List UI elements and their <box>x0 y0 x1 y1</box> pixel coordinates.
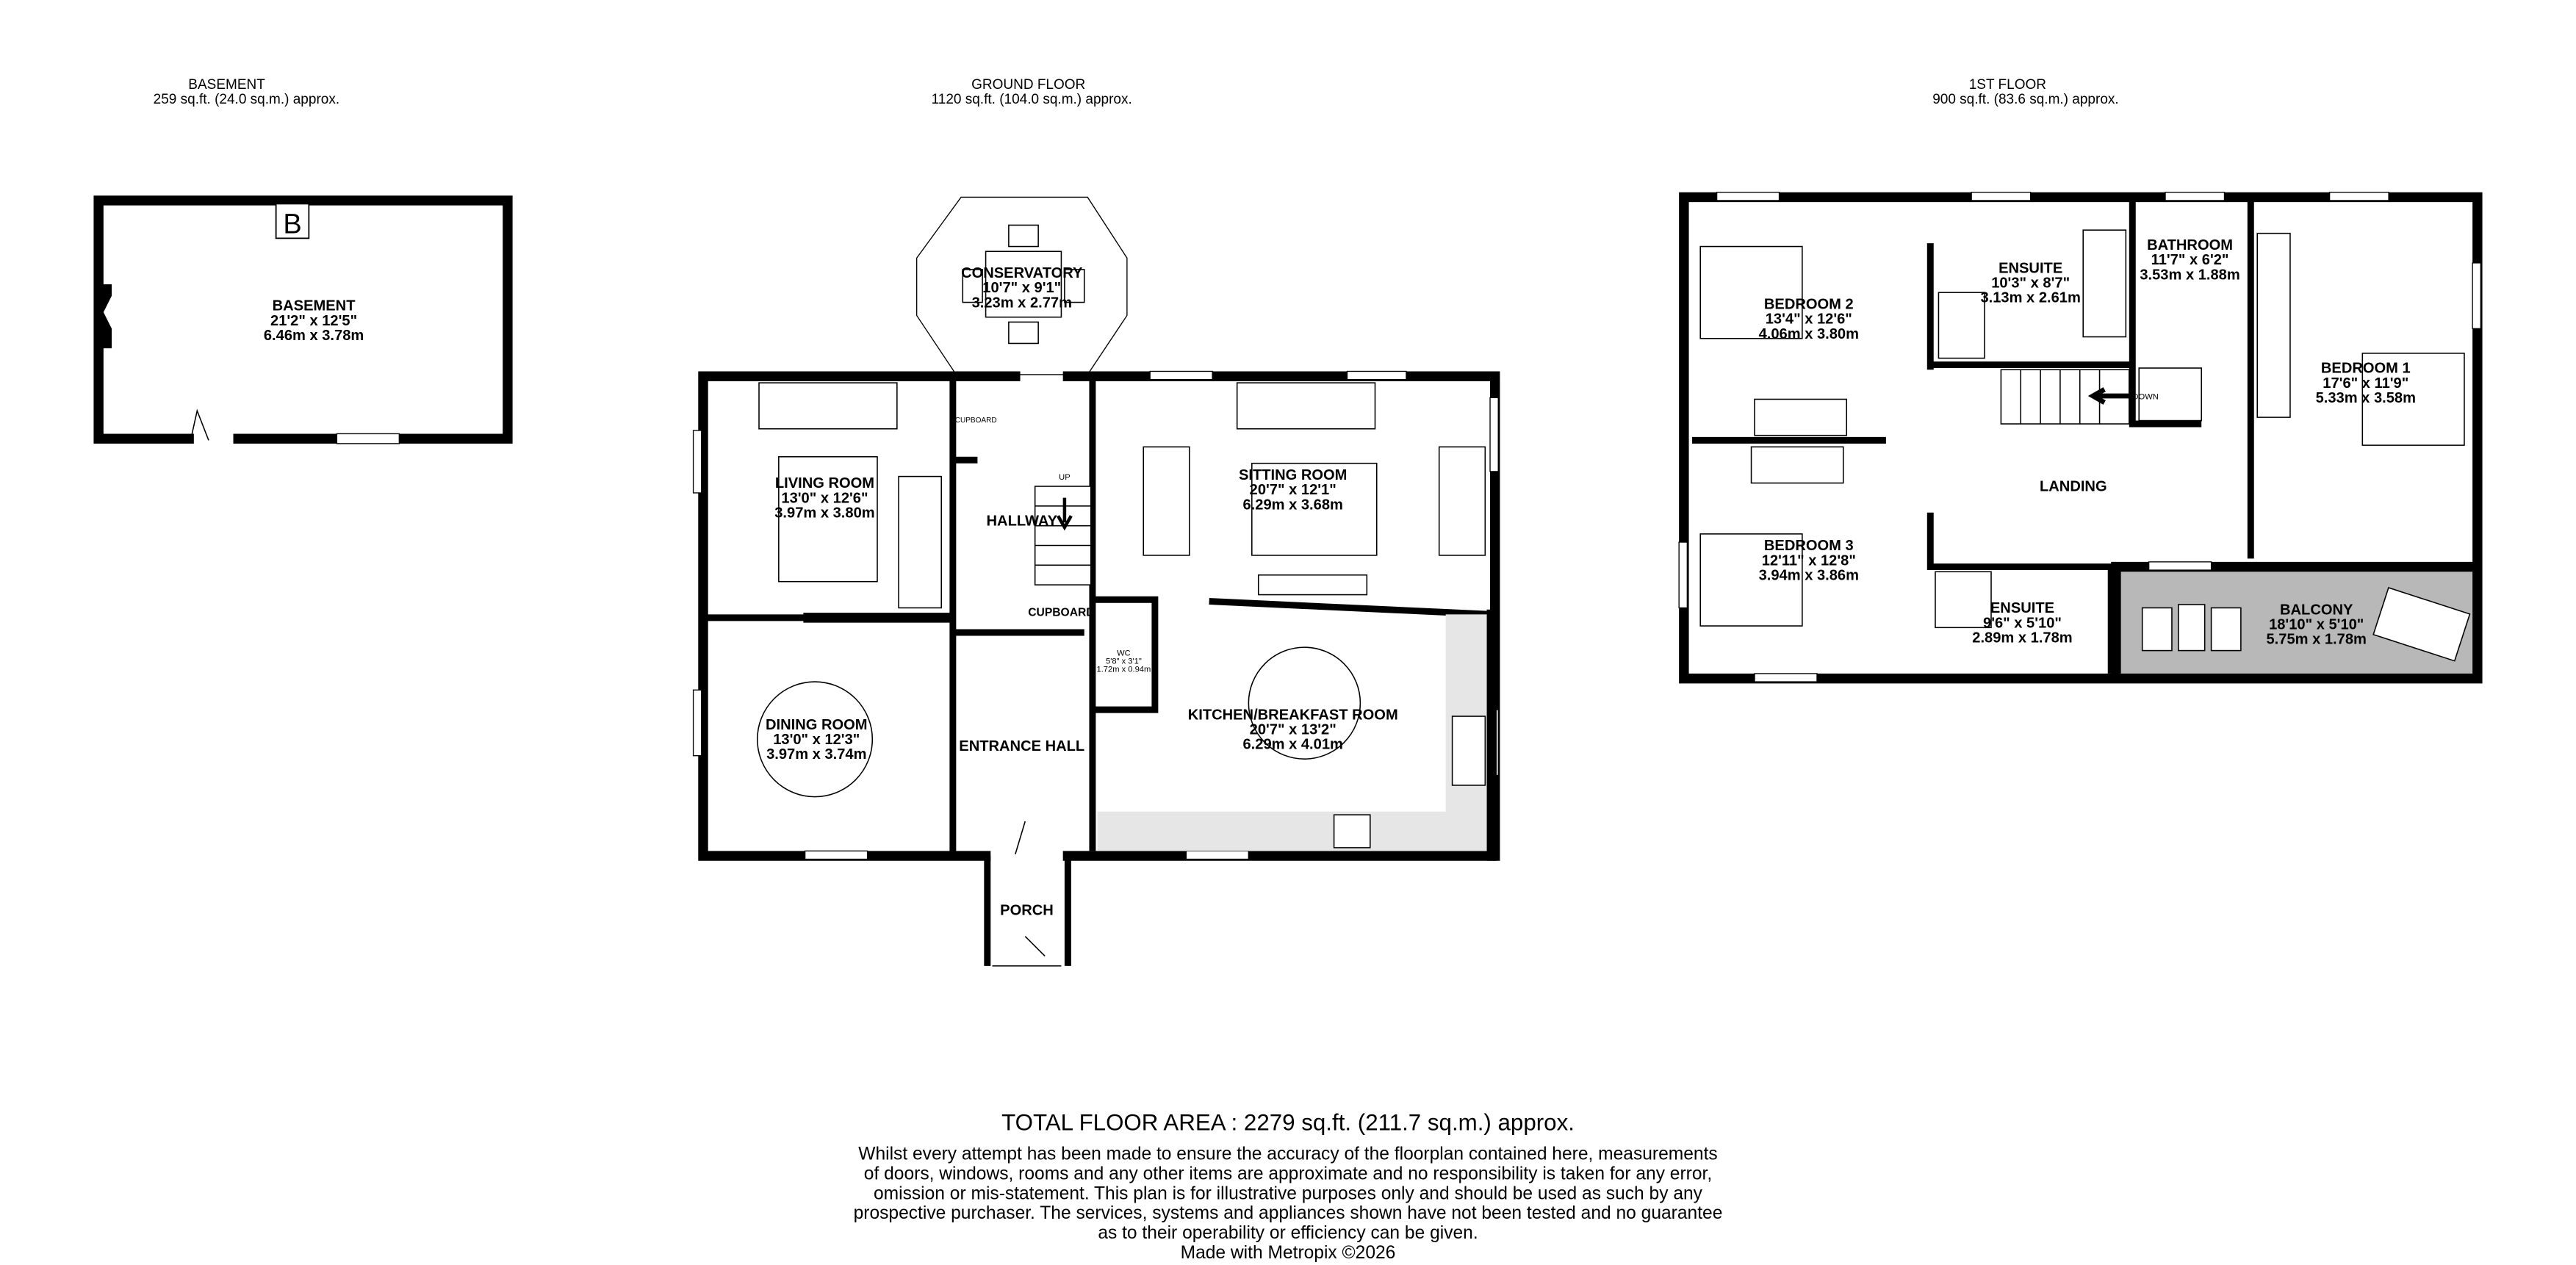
svg-text:2.89m x 1.78m: 2.89m x 1.78m <box>1972 630 2072 646</box>
first-floor-header: 1ST FLOOR 900 sq.ft. (83.6 sq.m.) approx… <box>1932 77 2118 107</box>
arrow-left-icon <box>2087 387 2129 405</box>
svg-text:20'7" x 12'1": 20'7" x 12'1" <box>1250 482 1336 498</box>
svg-text:as to their operability or eff: as to their operability or efficiency ca… <box>1098 1223 1478 1243</box>
svg-text:10'3" x 8'7": 10'3" x 8'7" <box>1991 275 2070 291</box>
svg-text:of doors, windows, rooms and a: of doors, windows, rooms and any other i… <box>864 1164 1712 1184</box>
svg-text:CUPBOARD: CUPBOARD <box>1028 607 1094 619</box>
ground-floor-plan: CONSERVATORY 10'7" x 9'1" 3.23m x 2.77m <box>692 196 1500 967</box>
svg-text:WC: WC <box>1117 649 1131 657</box>
svg-text:12'11" x 12'8": 12'11" x 12'8" <box>1762 552 1856 569</box>
svg-text:20'7" x 13'2": 20'7" x 13'2" <box>1250 722 1336 738</box>
svg-text:259 sq.ft. (24.0 sq.m.) approx: 259 sq.ft. (24.0 sq.m.) approx. <box>154 92 339 107</box>
svg-text:4.06m x 3.80m: 4.06m x 3.80m <box>1759 326 1859 342</box>
svg-text:1120 sq.ft. (104.0 sq.m.) appr: 1120 sq.ft. (104.0 sq.m.) approx. <box>932 92 1132 107</box>
svg-text:3.13m x 2.61m: 3.13m x 2.61m <box>1980 290 2080 306</box>
svg-text:21'2" x 12'5": 21'2" x 12'5" <box>270 313 357 329</box>
svg-text:BASEMENT: BASEMENT <box>273 298 356 314</box>
boiler-icon <box>275 203 310 239</box>
svg-text:KITCHEN/BREAKFAST ROOM: KITCHEN/BREAKFAST ROOM <box>1188 707 1398 724</box>
basement-header: BASEMENT 259 sq.ft. (24.0 sq.m.) approx. <box>154 77 339 107</box>
svg-text:ENSUITE: ENSUITE <box>1990 600 2054 616</box>
svg-text:LANDING: LANDING <box>2040 479 2107 495</box>
staircase-first <box>2000 369 2130 425</box>
svg-text:3.97m x 3.74m: 3.97m x 3.74m <box>766 746 866 763</box>
svg-text:1.72m x 0.94m: 1.72m x 0.94m <box>1097 666 1151 674</box>
svg-text:18'10" x 5'10": 18'10" x 5'10" <box>2269 617 2364 633</box>
svg-text:GROUND FLOOR: GROUND FLOOR <box>971 77 1085 93</box>
svg-text:CUPBOARD: CUPBOARD <box>955 417 997 425</box>
svg-text:3.23m x 2.77m: 3.23m x 2.77m <box>972 295 1072 311</box>
svg-text:5'8" x 3'1": 5'8" x 3'1" <box>1106 657 1142 666</box>
svg-text:6.29m x 4.01m: 6.29m x 4.01m <box>1243 737 1343 753</box>
svg-text:DOWN: DOWN <box>2133 392 2159 401</box>
svg-text:9'6" x 5'10": 9'6" x 5'10" <box>1983 615 2062 631</box>
svg-text:3.94m x 3.86m: 3.94m x 3.86m <box>1759 567 1859 583</box>
svg-text:ENTRANCE HALL: ENTRANCE HALL <box>959 738 1084 754</box>
total-floor-area: TOTAL FLOOR AREA : 2279 sq.ft. (211.7 sq… <box>1001 1109 1575 1135</box>
svg-text:11'7" x 6'2": 11'7" x 6'2" <box>2151 252 2229 268</box>
svg-text:BEDROOM 2: BEDROOM 2 <box>1764 297 1854 313</box>
svg-text:1ST FLOOR: 1ST FLOOR <box>1969 77 2046 93</box>
arrow-down-icon <box>1057 497 1073 531</box>
svg-text:prospective purchaser. The ser: prospective purchaser. The services, sys… <box>854 1203 1723 1223</box>
svg-text:6.29m x 3.68m: 6.29m x 3.68m <box>1243 497 1343 513</box>
svg-text:5.75m x 1.78m: 5.75m x 1.78m <box>2267 632 2367 648</box>
svg-text:SITTING ROOM: SITTING ROOM <box>1239 467 1347 483</box>
svg-text:13'0" x 12'3": 13'0" x 12'3" <box>773 732 860 748</box>
svg-text:BASEMENT: BASEMENT <box>188 77 265 93</box>
svg-text:UP: UP <box>1059 473 1071 482</box>
svg-text:CONSERVATORY: CONSERVATORY <box>961 265 1083 281</box>
svg-text:17'6" x 11'9": 17'6" x 11'9" <box>2323 375 2408 392</box>
svg-text:Whilst every attempt has been: Whilst every attempt has been made to en… <box>858 1145 1717 1164</box>
svg-text:BEDROOM 1: BEDROOM 1 <box>2321 361 2411 377</box>
svg-text:13'4" x 12'6": 13'4" x 12'6" <box>1766 311 1852 328</box>
svg-text:6.46m x 3.78m: 6.46m x 3.78m <box>264 328 364 344</box>
svg-text:omission or mis-statement. Thi: omission or mis-statement. This plan is … <box>874 1183 1703 1203</box>
svg-text:900 sq.ft. (83.6 sq.m.) approx: 900 sq.ft. (83.6 sq.m.) approx. <box>1932 92 2118 107</box>
svg-text:LIVING ROOM: LIVING ROOM <box>775 475 874 491</box>
ground-floor-header: GROUND FLOOR 1120 sq.ft. (104.0 sq.m.) a… <box>932 77 1132 107</box>
staircase <box>1034 486 1092 585</box>
svg-text:DINING ROOM: DINING ROOM <box>766 717 868 733</box>
svg-text:10'7" x 9'1": 10'7" x 9'1" <box>982 280 1061 296</box>
svg-text:13'0" x 12'6": 13'0" x 12'6" <box>781 490 868 506</box>
svg-text:BALCONY: BALCONY <box>2280 602 2353 618</box>
fireplace-icon <box>98 284 112 349</box>
basement-plan: B BASEMENT 21'2" x 12'5" 6.46m x 3.78m <box>93 195 513 444</box>
svg-text:HALLWAY: HALLWAY <box>987 513 1058 530</box>
svg-text:3.97m x 3.80m: 3.97m x 3.80m <box>774 505 874 521</box>
svg-text:ENSUITE: ENSUITE <box>1998 260 2062 276</box>
credit: Made with Metropix ©2026 <box>1181 1243 1396 1263</box>
kitchen-worktop <box>1097 614 1489 851</box>
svg-text:5.33m x 3.58m: 5.33m x 3.58m <box>2316 390 2416 406</box>
svg-text:BEDROOM 3: BEDROOM 3 <box>1764 538 1854 554</box>
svg-text:BATHROOM: BATHROOM <box>2147 237 2233 253</box>
svg-text:PORCH: PORCH <box>1000 903 1054 919</box>
first-floor-plan: BEDROOM 2 13'4" x 12'6" 4.06m x 3.80m BE… <box>1678 192 2483 684</box>
svg-text:B: B <box>283 209 301 240</box>
footer: TOTAL FLOOR AREA : 2279 sq.ft. (211.7 sq… <box>854 1109 1723 1262</box>
svg-text:3.53m x 1.88m: 3.53m x 1.88m <box>2140 267 2239 283</box>
